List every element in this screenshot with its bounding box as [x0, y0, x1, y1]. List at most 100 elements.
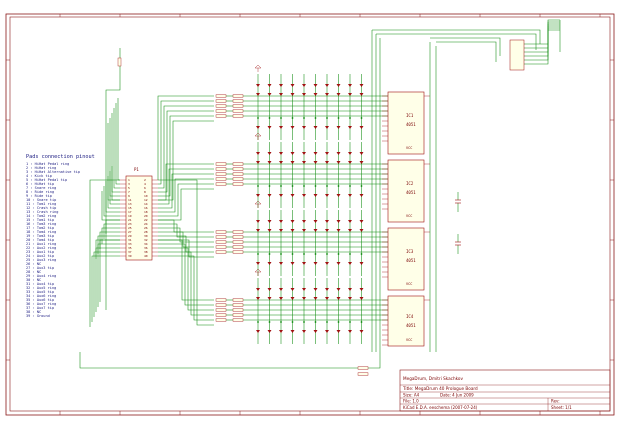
wire: [93, 251, 120, 317]
connector-pin-number: 35: [128, 246, 132, 250]
wire: [91, 255, 120, 322]
resistor: [232, 104, 244, 108]
connector-pin-number: 9: [128, 194, 130, 198]
resistor: [232, 177, 244, 181]
diode: [348, 262, 352, 265]
diode: [279, 126, 283, 129]
diode: [325, 161, 329, 164]
diode: [267, 126, 272, 129]
diode: [302, 229, 306, 232]
wire: [109, 171, 120, 205]
diode: [290, 152, 295, 155]
diode: [267, 288, 272, 291]
diode: [325, 126, 329, 129]
pinout-item: 2 : HiHat ring: [26, 166, 56, 170]
diode: [359, 330, 364, 333]
diode: [336, 297, 341, 300]
diode: [313, 126, 318, 129]
junction: [268, 185, 271, 187]
pinout-item: 22 : Aux2 ring: [26, 246, 56, 250]
junction: [326, 253, 328, 255]
diode: [256, 229, 260, 232]
diode: [336, 126, 341, 129]
resistor: [215, 303, 227, 307]
wire: [158, 183, 214, 217]
diode: [336, 161, 341, 164]
diode: [290, 330, 295, 333]
resistor: [215, 172, 227, 176]
diode: [313, 93, 318, 96]
diode: [279, 152, 283, 155]
diode: [313, 161, 318, 164]
pinout-item: 3 : HiHat Alternative tip: [26, 170, 80, 174]
chip-body: [387, 227, 425, 291]
junction: [314, 253, 317, 255]
junction: [349, 253, 351, 255]
diode: [348, 152, 352, 155]
chip-ref: IC4: [406, 314, 414, 319]
connector-ref: P1: [134, 167, 139, 172]
connector-pin-number: 2: [144, 178, 146, 182]
connector-pin-number: 12: [144, 198, 148, 202]
resistor: [232, 114, 244, 118]
resistor: [232, 235, 244, 239]
diode: [290, 229, 295, 232]
diode: [256, 330, 260, 333]
resistor: [215, 318, 227, 322]
diode: [267, 229, 272, 232]
resistor: [232, 313, 244, 317]
diode: [325, 220, 329, 223]
junction: [360, 321, 363, 323]
resistor: [232, 230, 244, 234]
resistor: [232, 167, 244, 171]
diode: [336, 262, 341, 265]
resistor: [215, 109, 227, 113]
chip-ref: IC2: [406, 181, 414, 186]
resistor: [232, 308, 244, 312]
wire: [524, 25, 560, 57]
diode: [313, 229, 318, 232]
junction: [337, 117, 340, 119]
diode: [302, 194, 306, 197]
wire: [158, 188, 214, 221]
diode: [336, 330, 341, 333]
wire: [105, 48, 121, 310]
chip-part: 4051: [406, 190, 416, 195]
junction: [257, 185, 259, 187]
parts: [117, 57, 461, 376]
wire: [95, 247, 120, 312]
diode: [302, 84, 306, 87]
ground-symbol: [254, 268, 262, 273]
resistor: [232, 109, 244, 113]
ground-symbol: [254, 132, 262, 137]
junction: [280, 321, 282, 323]
diode: [256, 152, 260, 155]
pinout-item: 14 : Tom2 ring: [26, 214, 56, 218]
junction: [360, 253, 363, 255]
diode: [302, 152, 306, 155]
resistor: [232, 162, 244, 166]
diode: [348, 126, 352, 129]
connector-pin-number: 15: [128, 206, 132, 210]
diode: [256, 297, 260, 300]
connector-pin-number: 22: [144, 218, 148, 222]
wire: [158, 179, 214, 326]
pinout-item: 18 : Tom4 ring: [26, 230, 56, 234]
pinout-item: 8 : Ride ring: [26, 190, 54, 194]
connector-pin-number: 31: [128, 238, 132, 242]
resistor: [215, 114, 227, 118]
chip-power: VCC: [406, 282, 412, 286]
diode: [313, 194, 318, 197]
junction: [280, 253, 282, 255]
title-block-size: Size: A4: [403, 393, 420, 398]
diode: [336, 220, 341, 223]
pinout-item: 31 : Aux4 tip: [26, 282, 54, 286]
resistor: [215, 240, 227, 244]
diode: [267, 330, 272, 333]
pinout-item: 29 : Aux4 ring: [26, 274, 56, 278]
pinout-item: 6 : HiHat tip: [26, 182, 54, 186]
wire: [524, 19, 560, 45]
chip-part: 4051: [406, 122, 416, 127]
